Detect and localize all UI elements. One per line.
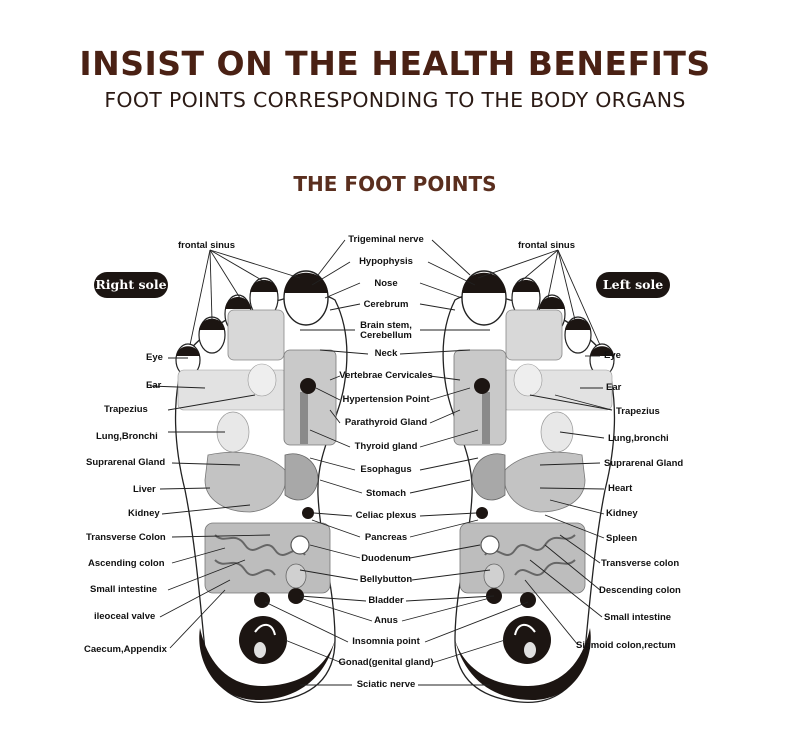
label-esophagus: Esophagus (360, 464, 412, 475)
section-title: THE FOOT POINTS (293, 172, 497, 196)
label-cerebellum: Cerebellum (360, 330, 412, 341)
label-pancreas: Pancreas (364, 532, 408, 543)
label-frontal-sinus-left-sole: frontal sinus (518, 240, 576, 251)
label-celiac-plexus: Celiac plexus (355, 510, 417, 521)
left-sole-foot (442, 270, 616, 704)
label-heart: Heart (608, 483, 633, 494)
label-ear-right-sole: Ear (146, 380, 162, 391)
label-small-intestine-left-sole: Small intestine (604, 612, 672, 623)
label-suprarenal-left-sole: Suprarenal Gland (604, 458, 684, 469)
label-descending-colon: Descending colon (599, 585, 681, 596)
right-leader-lines (477, 249, 613, 646)
label-anus: Anus (374, 615, 398, 626)
page-title: INSIST ON THE HEALTH BENEFITS (79, 44, 711, 83)
label-insomnia-point: Insomnia point (352, 636, 420, 647)
label-suprarenal-right-sole: Suprarenal Gland (86, 457, 166, 468)
label-ileoceal-valve-right-sole: ileoceal valve (94, 611, 156, 622)
label-spleen: Spleen (606, 533, 638, 544)
label-bellybutton: Bellybutton (359, 574, 413, 585)
label-trigeminal-nerve: Trigeminal nerve (348, 234, 424, 245)
page-subtitle: FOOT POINTS CORRESPONDING TO THE BODY OR… (104, 88, 686, 112)
label-cerebrum: Cerebrum (363, 299, 409, 310)
label-small-intestine-right-sole: Small intestine (90, 584, 158, 595)
label-transverse-colon-left-sole: Transverse colon (601, 558, 680, 569)
label-caecum-right-sole: Caecum,Appendix (84, 644, 167, 655)
label-gonad: Gonad(genital gland) (338, 657, 434, 668)
right-sole-badge: Right sole (94, 272, 168, 298)
left-sole-badge: Left sole (596, 272, 670, 298)
center-leader-lines (264, 239, 529, 686)
label-trapezius-right-sole: Trapezius (104, 404, 148, 415)
label-lung-right-sole: Lung,Bronchi (96, 431, 158, 442)
label-kidney-right-sole: Kidney (128, 508, 160, 519)
left-leader-lines (149, 249, 301, 649)
label-sigmoid-colon: Sigmoid colon,rectum (576, 640, 676, 651)
label-liver-right-sole: Liver (133, 484, 156, 495)
label-thyroid-gland: Thyroid gland (354, 441, 418, 452)
label-ascending-colon-right-sole: Ascending colon (88, 558, 165, 569)
label-eye-left-sole: Eye (604, 350, 621, 361)
label-neck: Neck (374, 348, 398, 359)
label-trapezius-left-sole: Trapezius (616, 406, 660, 417)
label-hypertension-point: Hypertension Point (342, 394, 430, 405)
label-lung-left-sole: Lung,bronchi (608, 433, 669, 444)
label-stomach: Stomach (365, 488, 407, 499)
right-sole-foot (174, 270, 348, 704)
label-nose: Nose (374, 278, 398, 289)
label-eye-right-sole: Eye (146, 352, 163, 363)
label-transverse-colon-right-sole: Transverse Colon (86, 532, 166, 543)
label-ear-left-sole: Ear (606, 382, 622, 393)
label-frontal-sinus-right-sole: frontal sinus (178, 240, 236, 251)
label-duodenum: Duodenum (361, 553, 411, 564)
label-parathyroid-gland: Parathyroid Gland (344, 417, 428, 428)
label-bladder: Bladder (368, 595, 404, 606)
label-hypophysis: Hypophysis (359, 256, 413, 267)
label-kidney-left-sole: Kidney (606, 508, 638, 519)
label-brain-stem: Brain stem, (360, 320, 412, 331)
label-sciatic-nerve: Sciatic nerve (356, 679, 416, 690)
label-vertebrae-cervicales: Vertebrae Cervicales (339, 370, 433, 381)
